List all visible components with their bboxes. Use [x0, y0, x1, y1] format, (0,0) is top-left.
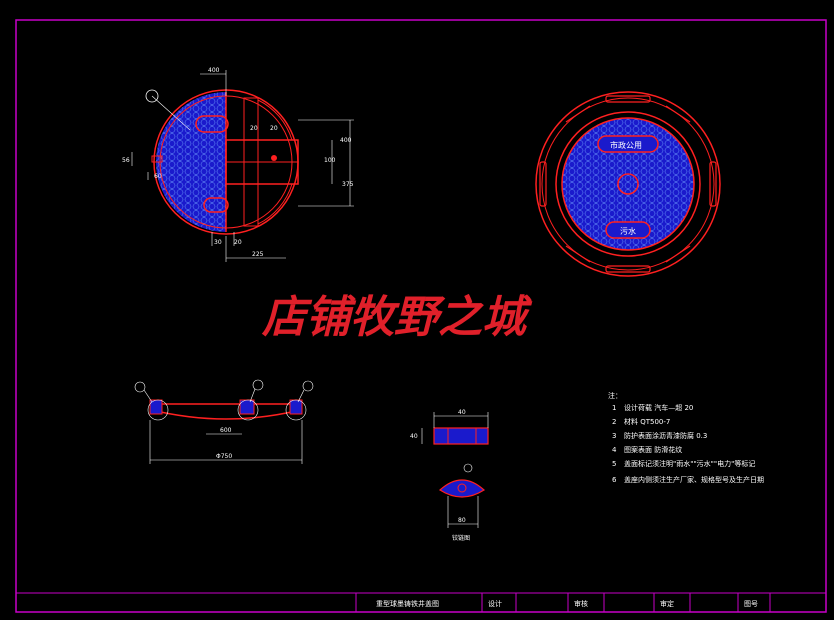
note-2-text: 材料 QT500-7 [624, 417, 670, 426]
note-3-no: 3 [612, 432, 616, 440]
title-block-approve: 审定 [660, 599, 674, 608]
watermark-text: 店铺牧野之城 [261, 292, 533, 343]
section-inner-dim: 600 [220, 427, 232, 434]
plan-dim-6: 100 [324, 157, 336, 164]
plan-dim-10: 225 [252, 251, 264, 258]
title-block-sheet: 图号 [744, 600, 758, 608]
hinge-label: 铰链图 [452, 534, 470, 542]
plan-view: 400 20 20 56 60 100 375 30 20 225 400 [122, 67, 354, 262]
note-1-text: 设计荷载 汽车—超 20 [624, 403, 693, 412]
plan-dim-1: 400 [208, 67, 220, 74]
section-view: Φ750 600 [134, 379, 314, 464]
plan-dim-11: 400 [340, 137, 352, 144]
hinge-dim: 80 [458, 517, 466, 524]
note-6-text: 盖座内侧须注生产厂家、规格型号及生产日期 [624, 475, 764, 484]
plan-dim-9: 20 [234, 239, 242, 246]
plan-dim-8: 30 [214, 239, 222, 246]
note-4-no: 4 [612, 446, 617, 454]
cover-bottom-text: 污水 [620, 226, 636, 236]
note-6-no: 6 [612, 476, 617, 484]
note-4-text: 图案表面 防滑花纹 [624, 445, 682, 454]
cover-top-text: 市政公用 [610, 140, 642, 150]
note-5-no: 5 [612, 460, 616, 468]
plan-dim-2: 20 [250, 125, 258, 132]
plan-view-hex-fill [156, 92, 226, 232]
note-3-text: 防护表面涂沥青漆防腐 0.3 [624, 431, 707, 440]
drawing-frame [15, 19, 827, 613]
notes-title: 注： [608, 391, 622, 400]
rib-detail-view: 40 40 [410, 409, 489, 445]
cover-hex-fill [561, 117, 695, 251]
section-overall-dim: Φ750 [216, 453, 232, 460]
hinge-detail-view: 80 铰链图 [439, 463, 485, 542]
plan-dim-3: 20 [270, 125, 278, 132]
plan-dim-5: 60 [154, 173, 162, 180]
title-block-review: 审核 [574, 599, 588, 608]
rib-width-dim: 40 [458, 409, 466, 416]
rib-height-dim: 40 [410, 433, 418, 440]
plan-dim-7: 375 [342, 181, 354, 188]
note-1-no: 1 [612, 404, 616, 412]
notes-block: 注： 1 设计荷载 汽车—超 20 2 材料 QT500-7 3 防护表面涂沥青… [608, 391, 764, 484]
title-block-drawing-title: 重型球墨铸铁井盖图 [376, 599, 439, 608]
note-5-text: 盖面标记须注明"雨水""污水""电力"等标记 [624, 459, 755, 468]
title-block-design: 设计 [488, 599, 502, 608]
note-2-no: 2 [612, 418, 616, 426]
plan-dim-4: 56 [122, 157, 130, 164]
cover-view: 市政公用 污水 [535, 91, 721, 277]
title-block: 重型球墨铸铁井盖图 设计 审核 审定 图号 [355, 593, 771, 612]
